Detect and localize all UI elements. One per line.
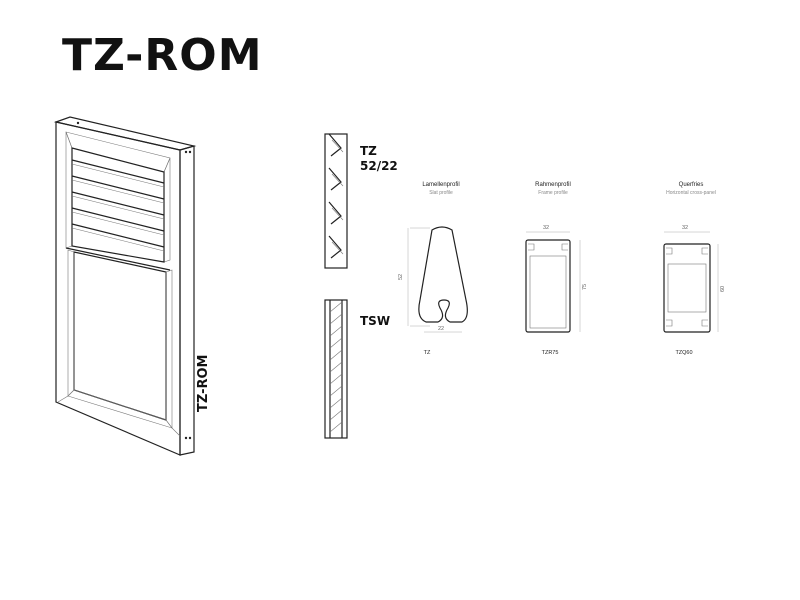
profile-code-cross: TZQ60: [675, 350, 693, 356]
profile-code-slat: TZ: [423, 350, 431, 356]
svg-text:75: 75: [582, 284, 588, 290]
tz-section-label: TZ 52/22: [360, 144, 398, 174]
profile-title-frame: Rahmenprofil: [535, 182, 571, 188]
frame-profile-drawing: 32 75: [525, 225, 588, 333]
svg-text:32: 32: [682, 225, 688, 231]
door-side-label: TZ-ROM: [196, 354, 211, 412]
svg-text:52: 52: [398, 274, 404, 280]
tz-label-line1: TZ: [360, 144, 377, 158]
door-frame: [53, 116, 197, 456]
tsw-section-label: TSW: [360, 314, 391, 328]
tsw-section-strip: [324, 299, 348, 439]
profile-code-frame: TZR75: [541, 350, 559, 356]
svg-text:22: 22: [438, 326, 444, 332]
tz-section-strip: [324, 133, 348, 269]
profile-subtitle-cross: Horizontal cross-panel: [666, 190, 716, 196]
profile-subtitle-slat: Slat profile: [429, 190, 453, 196]
svg-text:32: 32: [543, 225, 549, 231]
profile-title-slat: Lamellenprofil: [422, 182, 460, 188]
slat-profile-drawing: 52 22: [398, 226, 468, 333]
profile-subtitle-frame: Frame profile: [538, 190, 568, 196]
page-title: TZ-ROM: [62, 30, 263, 81]
cross-panel-profile-drawing: 32 60: [663, 225, 726, 333]
tz-label-line2: 52/22: [360, 159, 398, 173]
svg-text:60: 60: [720, 286, 726, 292]
profile-title-cross: Querfries: [678, 182, 704, 188]
